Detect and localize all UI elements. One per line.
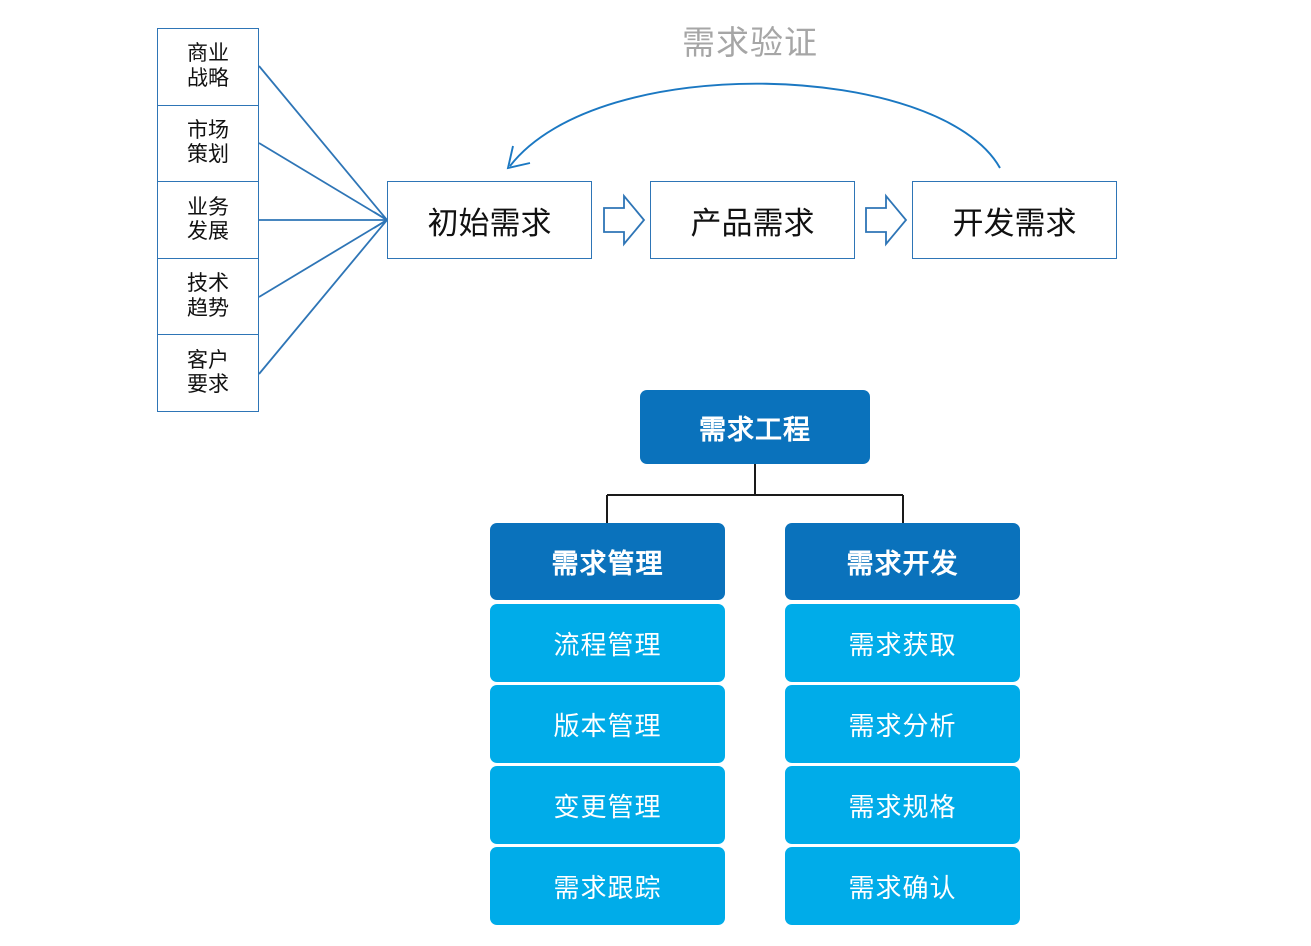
feedback-arrowhead-icon: [506, 145, 531, 170]
tree-item-process-management[interactable]: 流程管理: [490, 604, 725, 682]
fan-line-5: [258, 219, 388, 375]
source-item-business-strategy[interactable]: 商业 战略: [157, 28, 259, 105]
chevron-right-arrow-icon-2: [865, 193, 908, 247]
tree-item-requirement-analysis[interactable]: 需求分析: [785, 685, 1020, 763]
source-item-market-planning[interactable]: 市场 策划: [157, 104, 259, 182]
tree-item-change-management[interactable]: 变更管理: [490, 766, 725, 844]
flow-stage-development-requirement[interactable]: 开发需求: [912, 181, 1117, 259]
flow-stage-product-requirement[interactable]: 产品需求: [650, 181, 855, 259]
source-item-customer-requirement[interactable]: 客户 要求: [157, 334, 259, 412]
fan-arrowhead-icon: [373, 211, 389, 229]
tree-column-header-requirement-management[interactable]: 需求管理: [490, 523, 725, 600]
source-item-business-development[interactable]: 业务 发展: [157, 181, 259, 258]
tree-item-requirement-confirmation[interactable]: 需求确认: [785, 847, 1020, 925]
tree-item-requirement-elicitation[interactable]: 需求获取: [785, 604, 1020, 682]
flow-stage-initial-requirement[interactable]: 初始需求: [387, 181, 592, 259]
feedback-arrow-label: 需求验证: [682, 24, 818, 61]
source-fan-lines: [258, 65, 388, 375]
chevron-right-arrow-icon-1: [603, 193, 646, 247]
source-item-technology-trend[interactable]: 技术 趋势: [157, 257, 259, 335]
fan-line-2: [258, 142, 388, 221]
tree-item-requirement-tracking[interactable]: 需求跟踪: [490, 847, 725, 925]
tree-item-requirement-specification[interactable]: 需求规格: [785, 766, 1020, 844]
tree-item-version-management[interactable]: 版本管理: [490, 685, 725, 763]
source-inputs-stack: 商业 战略 市场 策划 业务 发展 技术 趋势 客户 要求: [157, 28, 259, 412]
tree-column-header-requirement-development[interactable]: 需求开发: [785, 523, 1020, 600]
tree-connector-lines: [606, 464, 904, 523]
fan-line-4: [258, 219, 388, 298]
feedback-curve-path: [509, 82, 1001, 169]
fan-line-1: [258, 65, 388, 221]
tree-root-requirements-engineering[interactable]: 需求工程: [640, 390, 870, 464]
